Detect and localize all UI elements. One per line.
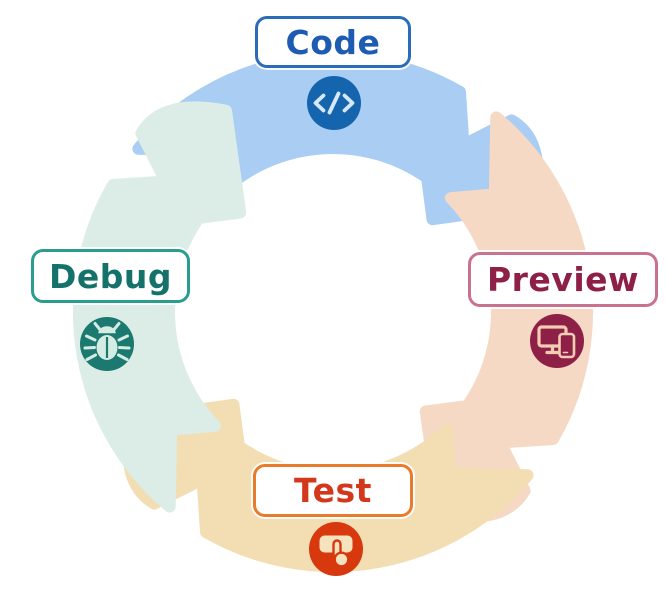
step-label-debug-text: Debug xyxy=(48,256,172,296)
step-label-code-text: Code xyxy=(285,22,381,62)
step-label-test-text: Test xyxy=(294,471,372,510)
bug-icon xyxy=(80,317,134,371)
step-label-preview: Preview xyxy=(468,252,658,307)
step-label-preview-text: Preview xyxy=(486,260,640,299)
step-label-code: Code xyxy=(255,16,411,68)
code-brackets-icon xyxy=(307,76,361,130)
step-label-debug: Debug xyxy=(31,249,190,303)
step-label-test: Test xyxy=(253,464,413,517)
devices-icon xyxy=(530,314,584,368)
tap-icon xyxy=(309,522,363,576)
